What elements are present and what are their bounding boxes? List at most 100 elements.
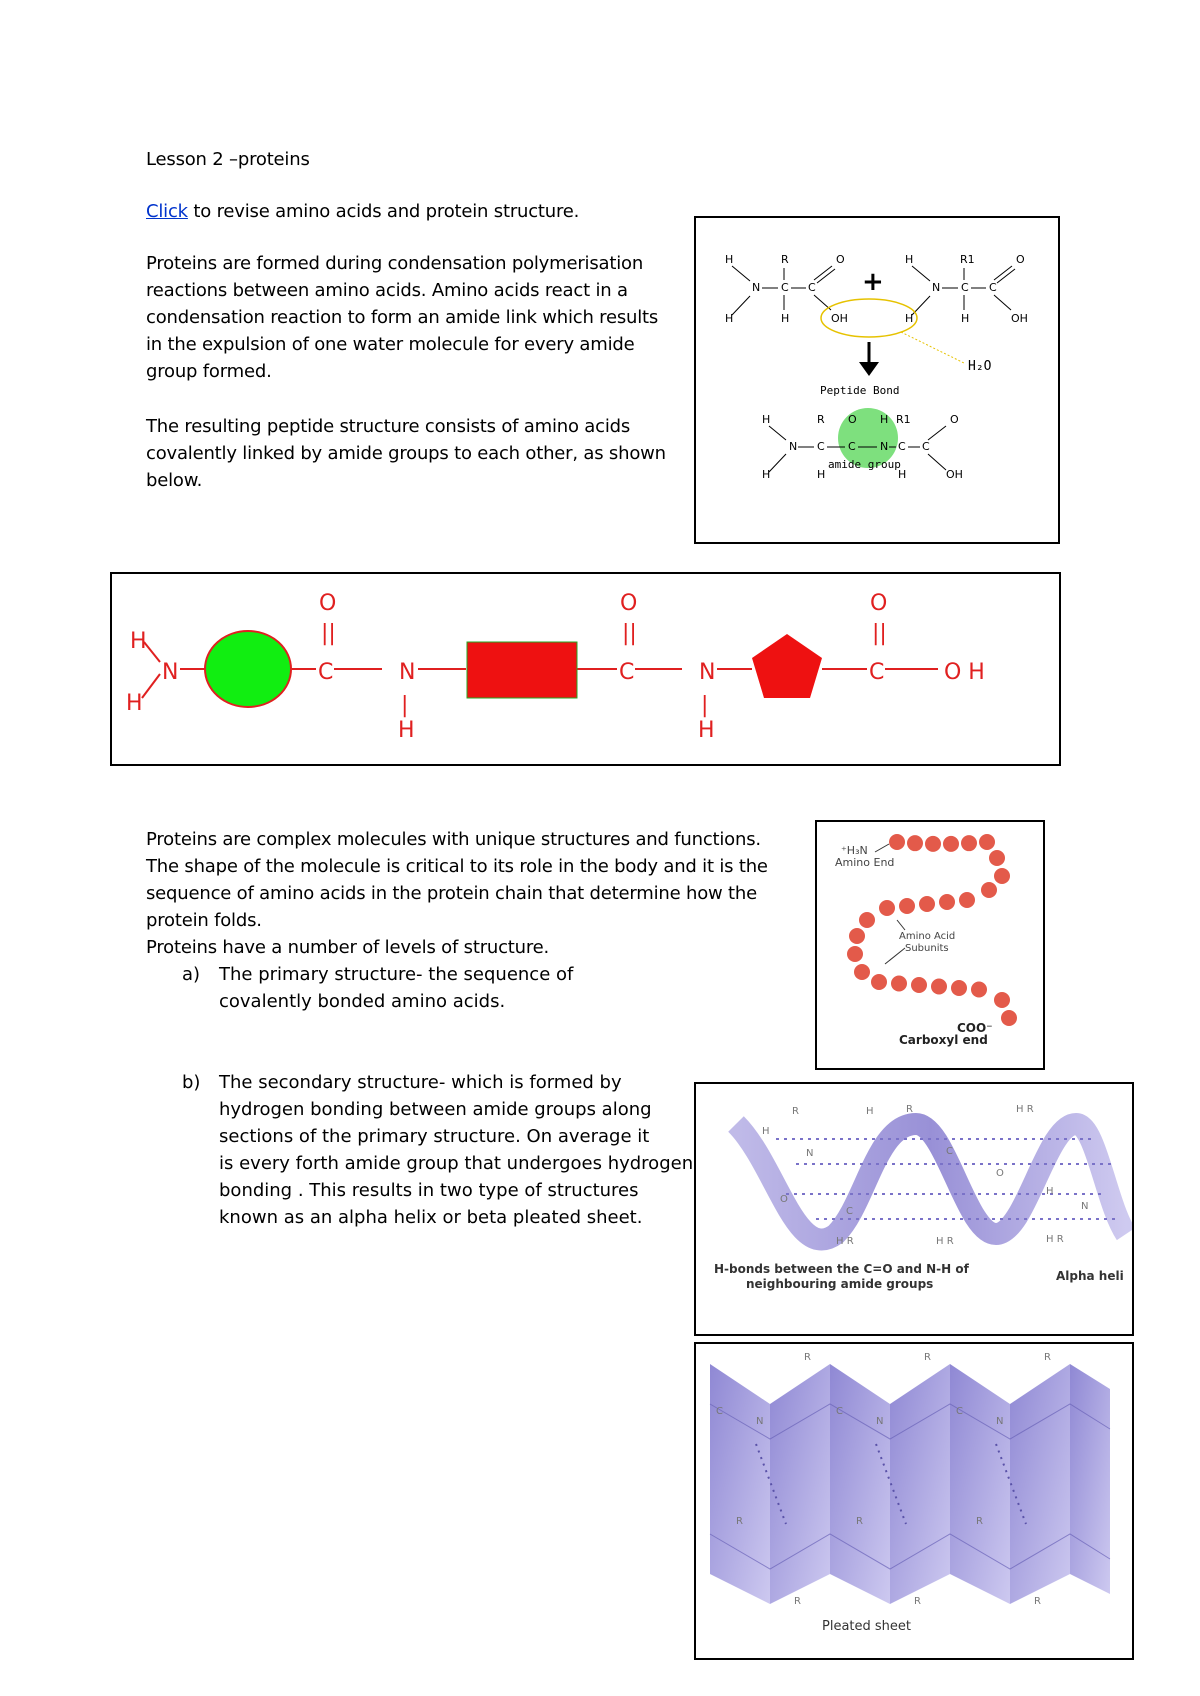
intro-line: Click to revise amino acids and protein … (146, 198, 579, 225)
svg-text:C: C (869, 660, 884, 685)
svg-text:H R: H R (1046, 1234, 1064, 1245)
para-line: Proteins are complex molecules with uniq… (146, 829, 761, 850)
svg-text:|: | (401, 693, 408, 718)
svg-text:H: H (781, 312, 789, 325)
svg-text:R: R (804, 1352, 811, 1363)
primary-structure-figure: ⁺H₃N Amino End Amino Acid Subunits COO⁻ … (815, 820, 1045, 1070)
svg-text:H: H (905, 253, 913, 266)
coo-label: COO⁻ (957, 1021, 993, 1035)
carboxyl-label: Carboxyl end (899, 1033, 988, 1047)
helix-label: Alpha heli (1056, 1269, 1124, 1283)
svg-text:C: C (922, 440, 930, 453)
svg-text:C: C (961, 281, 969, 294)
intro-text: to revise amino acids and protein struct… (187, 201, 580, 222)
primary-structure-diagram: ⁺H₃N Amino End Amino Acid Subunits COO⁻ … (835, 834, 1017, 1047)
svg-text:O H: O H (944, 660, 985, 685)
svg-text:C: C (318, 660, 333, 685)
svg-text:C: C (846, 1206, 853, 1217)
peptide-chain-diagram: H H N O || C N | H O || C N | H O || C O… (126, 591, 985, 743)
paragraph-peptide: The resulting peptide structure consists… (146, 413, 686, 494)
svg-text:O: O (1016, 253, 1025, 266)
amino-acid-bead (1001, 1010, 1017, 1026)
svg-text:H: H (725, 312, 733, 325)
svg-text:N: N (752, 281, 760, 294)
amide-group-label: amide group (828, 458, 901, 471)
svg-text:N: N (699, 660, 715, 685)
condensation-diagram: H N H R C H C O OH H N H R1 C H C O OH (725, 253, 1028, 481)
peptide-bond-label: Peptide Bond (820, 384, 899, 397)
svg-text:N: N (756, 1416, 763, 1427)
svg-text:H: H (866, 1106, 874, 1117)
svg-text:R: R (736, 1516, 743, 1527)
svg-text:O: O (319, 591, 336, 616)
svg-text:C: C (781, 281, 789, 294)
plus-sign: + (862, 267, 884, 297)
svg-text:C: C (989, 281, 997, 294)
svg-text:N: N (996, 1416, 1003, 1427)
para-line: Proteins have a number of levels of stru… (146, 937, 550, 958)
helix-caption-2: neighbouring amide groups (746, 1277, 933, 1291)
para-line: Proteins are formed during condensation … (146, 253, 644, 274)
para-line: The resulting peptide structure consists… (146, 416, 631, 437)
amino-acid-bead (879, 900, 895, 916)
list-marker-b: b) (182, 1072, 201, 1093)
svg-text:OH: OH (1011, 312, 1028, 325)
amino-end-group: ⁺H₃N (841, 844, 868, 857)
peptide-chain-figure: H H N O || C N | H O || C N | H O || C O… (110, 572, 1061, 766)
svg-text:R: R (817, 413, 825, 426)
svg-text:OH: OH (831, 312, 848, 325)
amino-acid-bead (939, 894, 955, 910)
amino-acid-bead (854, 964, 870, 980)
svg-text:N: N (806, 1148, 813, 1159)
svg-text:H: H (905, 312, 913, 325)
svg-text:O: O (950, 413, 959, 426)
amino-acid-bead (907, 835, 923, 852)
para-line: reactions between amino acids. Amino aci… (146, 280, 628, 301)
svg-text:C: C (946, 1146, 953, 1157)
condensation-figure: H N H R C H C O OH H N H R1 C H C O OH (694, 216, 1060, 544)
amino-acid-bead (989, 850, 1005, 866)
svg-text:O: O (870, 591, 887, 616)
svg-text:C: C (848, 440, 856, 453)
svg-text:H: H (880, 413, 888, 426)
svg-text:H: H (698, 718, 715, 743)
para-line: protein folds. (146, 910, 262, 931)
amino-acid-bead (959, 892, 975, 908)
amino-acid-bead (899, 898, 915, 914)
list-line: The secondary structure- which is formed… (219, 1072, 622, 1093)
amino-acid-bead (849, 928, 865, 944)
svg-text:R: R (794, 1596, 801, 1607)
revise-link[interactable]: Click (146, 201, 188, 222)
amino-acid-bead (943, 835, 959, 852)
para-line: covalently linked by amide groups to eac… (146, 443, 666, 464)
para-line: below. (146, 470, 203, 491)
svg-text:C: C (619, 660, 634, 685)
amino-acid-bead (961, 835, 977, 852)
amino-acid-bead (979, 834, 995, 850)
amino-acid-chain (847, 834, 1017, 1026)
paragraph-condensation: Proteins are formed during condensation … (146, 250, 686, 385)
amino-acid-rectangle (466, 641, 578, 699)
svg-text:O: O (780, 1194, 788, 1205)
svg-text:H: H (126, 691, 143, 716)
svg-text:R: R (914, 1596, 921, 1607)
svg-text:OH: OH (946, 468, 963, 481)
para-line: The shape of the molecule is critical to… (146, 856, 768, 877)
amino-acid-bead (951, 980, 967, 996)
para-line: condensation reaction to form an amide l… (146, 307, 659, 328)
list-line: known as an alpha helix or beta pleated … (219, 1207, 643, 1228)
svg-text:R: R (856, 1516, 863, 1527)
svg-text:H R: H R (1016, 1104, 1034, 1115)
para-line: sequence of amino acids in the protein c… (146, 883, 757, 904)
amino-acid-bead (925, 835, 941, 852)
amino-acid-bead (919, 896, 935, 912)
svg-text:O: O (620, 591, 637, 616)
svg-text:R: R (976, 1516, 983, 1527)
amino-acid-bead (889, 834, 905, 850)
svg-text:R: R (1034, 1596, 1041, 1607)
svg-text:||: || (622, 621, 637, 646)
svg-text:N: N (880, 440, 888, 453)
svg-text:H R: H R (936, 1236, 954, 1247)
